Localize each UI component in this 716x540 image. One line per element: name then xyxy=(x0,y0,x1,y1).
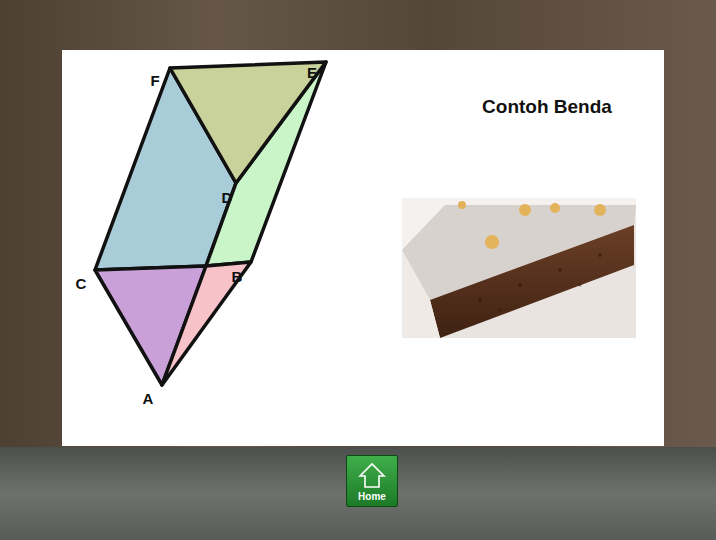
slide-title: Contoh Benda xyxy=(482,96,612,118)
vertex-label: A xyxy=(143,390,154,407)
vertex-label: B xyxy=(232,268,243,285)
vertex-label: D xyxy=(222,189,233,206)
vertex-label: C xyxy=(76,275,87,292)
vertex-label: E xyxy=(307,64,317,81)
home-button: Home xyxy=(346,455,398,507)
button-label: Home xyxy=(347,491,397,502)
vertex-label: F xyxy=(150,72,159,89)
